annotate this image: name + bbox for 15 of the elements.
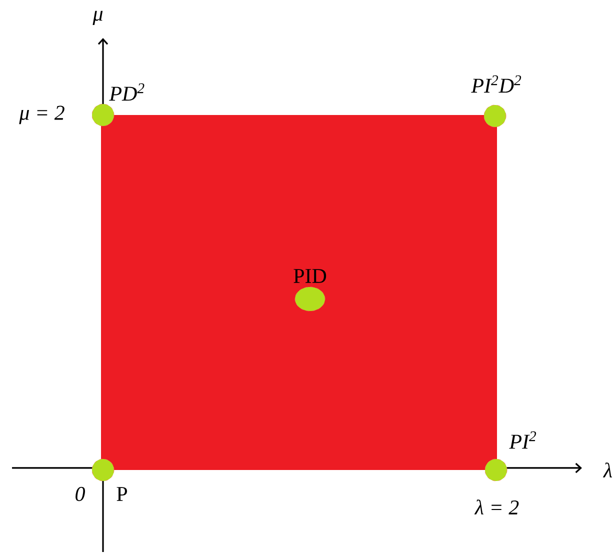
dot bbox=[92, 458, 114, 482]
square-region bbox=[101, 115, 497, 470]
point-label: PID bbox=[294, 269, 326, 283]
axis-label: 0 bbox=[76, 486, 85, 502]
axis-label: μ bbox=[92, 10, 103, 26]
axis-label: μ = 2 bbox=[19, 106, 64, 124]
dot bbox=[294, 286, 326, 312]
point-label: P bbox=[116, 487, 127, 501]
dot bbox=[484, 104, 506, 128]
point-label: PI$^{2}$ bbox=[509, 431, 536, 449]
dot bbox=[92, 104, 114, 126]
axis-label: λ bbox=[602, 462, 612, 478]
dot bbox=[484, 458, 508, 482]
point-label: PD$^{2}$ bbox=[109, 83, 144, 101]
point-label: PI$^{2}$D$^{2}$ bbox=[471, 75, 522, 93]
